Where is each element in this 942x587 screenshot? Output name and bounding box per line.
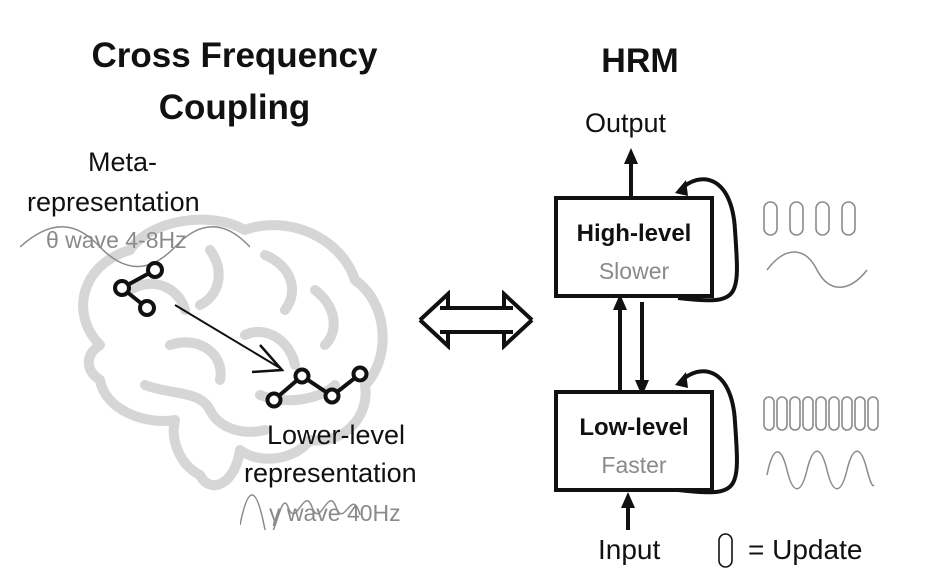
meta-label-line2: representation: [27, 187, 200, 217]
node-chain-icon: [265, 365, 369, 409]
hrm-connections: [613, 148, 739, 530]
double-arrow-icon: [418, 290, 534, 350]
update-pill: [802, 396, 814, 431]
legend-text: = Update: [748, 534, 863, 565]
update-pill: [776, 396, 788, 431]
update-pill: [789, 396, 801, 431]
update-pill: [815, 201, 830, 236]
low-level-update-pills: [763, 396, 879, 431]
high-level-update-pills: [763, 201, 856, 236]
input-label: Input: [598, 534, 661, 565]
update-pill: [789, 201, 804, 236]
slow-wave-icon: [766, 251, 868, 288]
update-pill: [763, 396, 775, 431]
right-title: HRM: [601, 42, 679, 80]
node-graph-icon: [113, 261, 164, 317]
high-level-name: High-level: [576, 220, 692, 247]
theta-wave-icon: [20, 226, 250, 268]
update-pill: [815, 396, 827, 431]
low-level-speed: Faster: [601, 452, 667, 478]
brain-icon: [78, 214, 388, 491]
meta-label-line1: Meta-: [88, 147, 158, 177]
update-pill-icon: [718, 533, 733, 568]
update-pill: [841, 201, 856, 236]
output-label: Output: [585, 108, 667, 138]
lower-label-line1: Lower-level: [267, 420, 406, 450]
high-level-box: High-level Slower: [554, 196, 714, 298]
update-pill: [841, 396, 853, 431]
update-pill: [763, 201, 778, 236]
lower-label-line2: representation: [244, 458, 417, 488]
gamma-wave-icon: [240, 494, 361, 530]
update-pill: [854, 396, 866, 431]
fast-wave-icon: [766, 450, 875, 490]
low-level-box: Low-level Faster: [554, 390, 714, 492]
left-title-line2: Coupling: [158, 88, 311, 127]
gamma-wave-label: γ wave 40Hz: [269, 500, 401, 526]
update-pill: [828, 396, 840, 431]
coupling-arrow-icon: [174, 304, 285, 374]
theta-wave-label: θ wave 4-8Hz: [46, 227, 187, 253]
high-level-speed: Slower: [598, 258, 670, 284]
update-pill: [867, 396, 879, 431]
left-title-line1: Cross Frequency: [91, 36, 378, 75]
low-level-name: Low-level: [579, 414, 689, 441]
